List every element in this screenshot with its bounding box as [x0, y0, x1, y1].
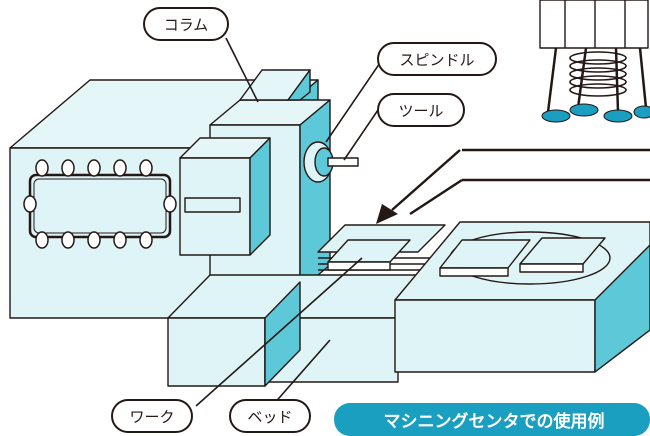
robot-foot-1 — [541, 109, 571, 123]
label-column: コラム — [164, 16, 209, 34]
column-side — [299, 99, 331, 291]
table-side — [594, 244, 650, 373]
robot-foot-4 — [633, 105, 650, 119]
robot-unit — [539, 0, 650, 123]
table-front — [394, 299, 596, 373]
bed-front — [167, 317, 266, 387]
callout-column: コラム — [143, 7, 229, 41]
robot-spring — [569, 51, 627, 97]
label-bed: ベッド — [247, 408, 292, 426]
arrow — [376, 148, 650, 224]
banner-background — [334, 403, 650, 436]
bed — [167, 224, 446, 387]
pallet-1-front — [439, 267, 509, 277]
callout-work: ワーク — [111, 399, 193, 433]
robot-body — [539, 0, 649, 49]
spindle-head-side — [249, 137, 271, 256]
label-work: ワーク — [129, 408, 174, 426]
slide-bar — [184, 197, 241, 213]
callout-bed: ベッド — [229, 399, 311, 433]
robot-foot-2 — [569, 103, 599, 117]
leader-lines — [195, 37, 383, 407]
coil-pins-top — [23, 159, 177, 249]
pallet-table — [394, 221, 650, 373]
callout-tool: ツール — [377, 93, 465, 127]
pallet-2-front — [519, 263, 584, 273]
arrow-head — [376, 204, 398, 224]
label-tool: ツール — [398, 102, 443, 120]
callout-spindle: スピンドル — [377, 42, 497, 76]
bed-side — [264, 281, 301, 387]
caption-text: マシニングセンタでの使用例 — [384, 411, 605, 432]
robot-foot-3 — [603, 109, 633, 123]
column-cap-side — [287, 69, 311, 101]
caption-banner: マシニングセンタでの使用例 — [334, 403, 650, 436]
workpiece-front — [327, 261, 391, 271]
label-spindle: スピンドル — [399, 51, 474, 69]
tool-bit — [327, 157, 359, 167]
column-housing — [9, 69, 359, 319]
